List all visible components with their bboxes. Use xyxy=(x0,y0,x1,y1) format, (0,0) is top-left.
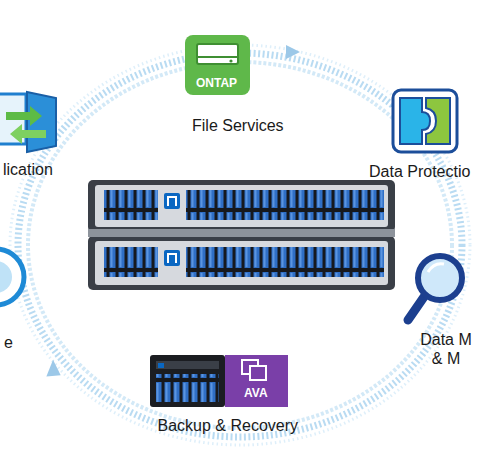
service-label: Data M & M xyxy=(415,330,477,368)
service-node: lication xyxy=(0,88,70,180)
service-node: Data Protectio xyxy=(362,88,478,182)
service-node: e xyxy=(0,245,40,355)
storage-server xyxy=(88,180,395,290)
data-ring xyxy=(10,45,470,445)
service-node: ONTAP File Services xyxy=(170,32,310,140)
icon-label: AVA xyxy=(244,386,268,400)
service-label: lication xyxy=(3,160,53,179)
service-node: AVA Backup & Recovery xyxy=(145,350,315,440)
service-label: e xyxy=(4,333,13,352)
service-node: Data M & M xyxy=(400,250,478,380)
service-label: Backup & Recovery xyxy=(158,416,299,435)
icon-label: ONTAP xyxy=(196,76,237,90)
service-label: File Services xyxy=(192,116,284,135)
service-label: Data Protectio xyxy=(369,162,470,181)
